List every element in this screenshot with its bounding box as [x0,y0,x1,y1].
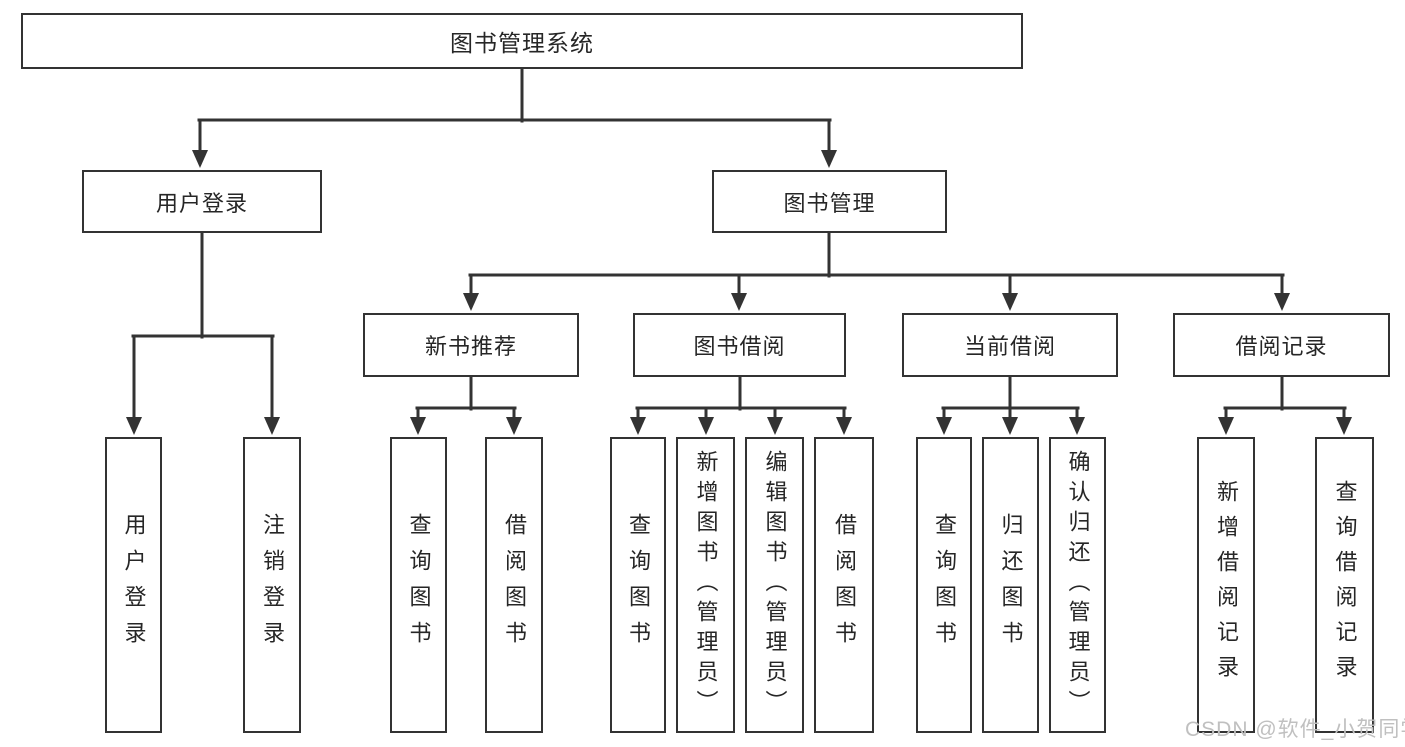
node-user-login: 用户登录 [82,170,322,233]
leaf-query-books-borrowing: 查询图书 [610,437,666,733]
node-user-login-label: 用户登录 [155,190,248,216]
node-borrowing-records-label: 借阅记录 [1235,334,1328,359]
node-current-borrowing: 当前借阅 [902,313,1118,377]
leaf-borrow-books-borrowing-label: 借阅图书 [832,513,857,657]
leaf-borrow-books-recommend: 借阅图书 [485,437,543,733]
leaf-add-books-admin: 新增图书（管理员） [676,437,735,733]
leaf-query-books-borrowing-label: 查询图书 [626,513,651,657]
node-new-book-recommendation: 新书推荐 [363,313,579,377]
leaf-query-borrow-record: 查询借阅记录 [1315,437,1374,733]
connector-arrows [126,118,1352,435]
leaf-return-books-label: 归还图书 [998,513,1024,657]
leaf-add-books-admin-label: 新增图书（管理员） [693,450,719,720]
leaf-confirm-return-admin: 确认归还（管理员） [1049,437,1106,733]
leaf-user-login-label: 用户登录 [121,513,147,657]
leaf-query-borrow-record-label: 查询借阅记录 [1332,480,1358,690]
node-library-management-system-label: 图书管理系统 [450,30,594,56]
leaf-confirm-return-admin-label: 确认归还（管理员） [1065,450,1091,720]
leaf-user-login: 用户登录 [105,437,162,733]
leaf-query-books-current: 查询图书 [916,437,972,733]
node-book-management: 图书管理 [712,170,947,233]
connector-feeders [200,67,1284,411]
leaf-query-books-recommend: 查询图书 [390,437,447,733]
leaf-borrow-books-recommend-label: 借阅图书 [502,513,527,657]
leaf-edit-books-admin: 编辑图书（管理员） [745,437,804,733]
node-library-management-system: 图书管理系统 [21,13,1023,69]
node-current-borrowing-label: 当前借阅 [963,334,1056,359]
node-borrowing-records: 借阅记录 [1173,313,1390,377]
node-book-borrowing-label: 图书借阅 [693,334,786,359]
leaf-edit-books-admin-label: 编辑图书（管理员） [762,450,788,720]
node-book-borrowing: 图书借阅 [633,313,846,377]
leaf-add-borrow-record: 新增借阅记录 [1197,437,1255,733]
leaf-logout-label: 注销登录 [260,513,285,657]
leaf-borrow-books-borrowing: 借阅图书 [814,437,874,733]
watermark: CSDN @软件_小贺同学 [1185,718,1405,741]
node-new-book-recommendation-label: 新书推荐 [424,334,517,359]
leaf-add-borrow-record-label: 新增借阅记录 [1214,480,1239,690]
leaf-query-books-current-label: 查询图书 [932,513,957,657]
leaf-return-books: 归还图书 [982,437,1039,733]
leaf-query-books-recommend-label: 查询图书 [406,513,432,657]
node-book-management-label: 图书管理 [783,190,876,216]
leaf-logout: 注销登录 [243,437,301,733]
